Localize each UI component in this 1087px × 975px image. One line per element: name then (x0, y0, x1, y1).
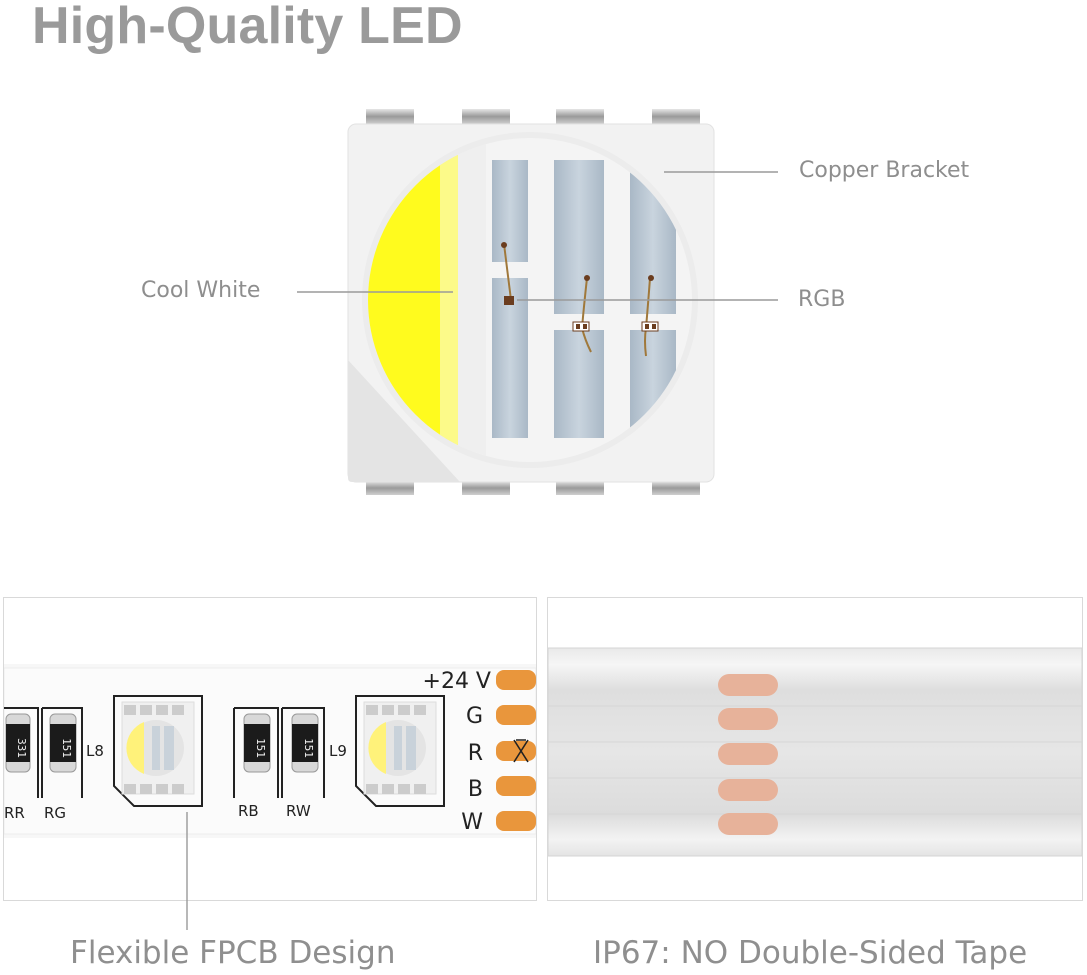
ip67-panel (547, 597, 1083, 901)
fpcb-panel: 331 151 151 151 L8 L9 RR RG RB RW +24 V … (3, 597, 537, 901)
label-rr: RR (4, 804, 25, 822)
resistor-151-a (49, 713, 77, 773)
pin-r-label: R (468, 741, 483, 766)
caption-ip67: IP67: NO Double-Sided Tape (593, 935, 1028, 971)
res-151-c-text: 151 (302, 738, 315, 758)
copper-pads (496, 670, 536, 831)
rgb-bracket (492, 160, 676, 438)
top-pins (366, 109, 700, 124)
pin-24v-label: +24 V (423, 669, 491, 694)
resistor-331 (5, 713, 31, 773)
label-l8: L8 (86, 742, 104, 760)
label-rb: RB (238, 802, 259, 820)
pin-b-label: B (468, 777, 483, 802)
res-151-b-text: 151 (254, 738, 267, 758)
bottom-pins (366, 481, 700, 495)
label-l9: L9 (329, 742, 347, 760)
strip-led-2 (366, 705, 426, 794)
cut-mark-icon (513, 739, 529, 763)
res-331-text: 331 (15, 738, 28, 758)
led-dies (501, 242, 659, 332)
label-rg: RG (44, 804, 66, 822)
fpcb-leader-line (186, 812, 188, 930)
callout-rgb: RGB (798, 287, 846, 312)
resistor-151-c (291, 713, 319, 773)
res-151-a-text: 151 (60, 738, 73, 758)
label-rw: RW (286, 802, 311, 820)
sealed-pads (718, 674, 778, 835)
pin-w-label: W (461, 810, 483, 835)
pin-g-label: G (466, 704, 483, 729)
resistor-151-b (243, 713, 271, 773)
callout-cool-white: Cool White (141, 278, 261, 303)
strip-led-1 (124, 705, 184, 794)
callout-copper-bracket: Copper Bracket (799, 158, 970, 183)
ip67-strip (548, 647, 1082, 857)
caption-flexible-fpcb: Flexible FPCB Design (70, 935, 396, 971)
led-chip-diagram (347, 109, 715, 495)
fpcb-strip: 331 151 151 151 L8 L9 RR RG RB RW +24 V … (4, 664, 536, 838)
page-title: High-Quality LED (32, 0, 463, 55)
